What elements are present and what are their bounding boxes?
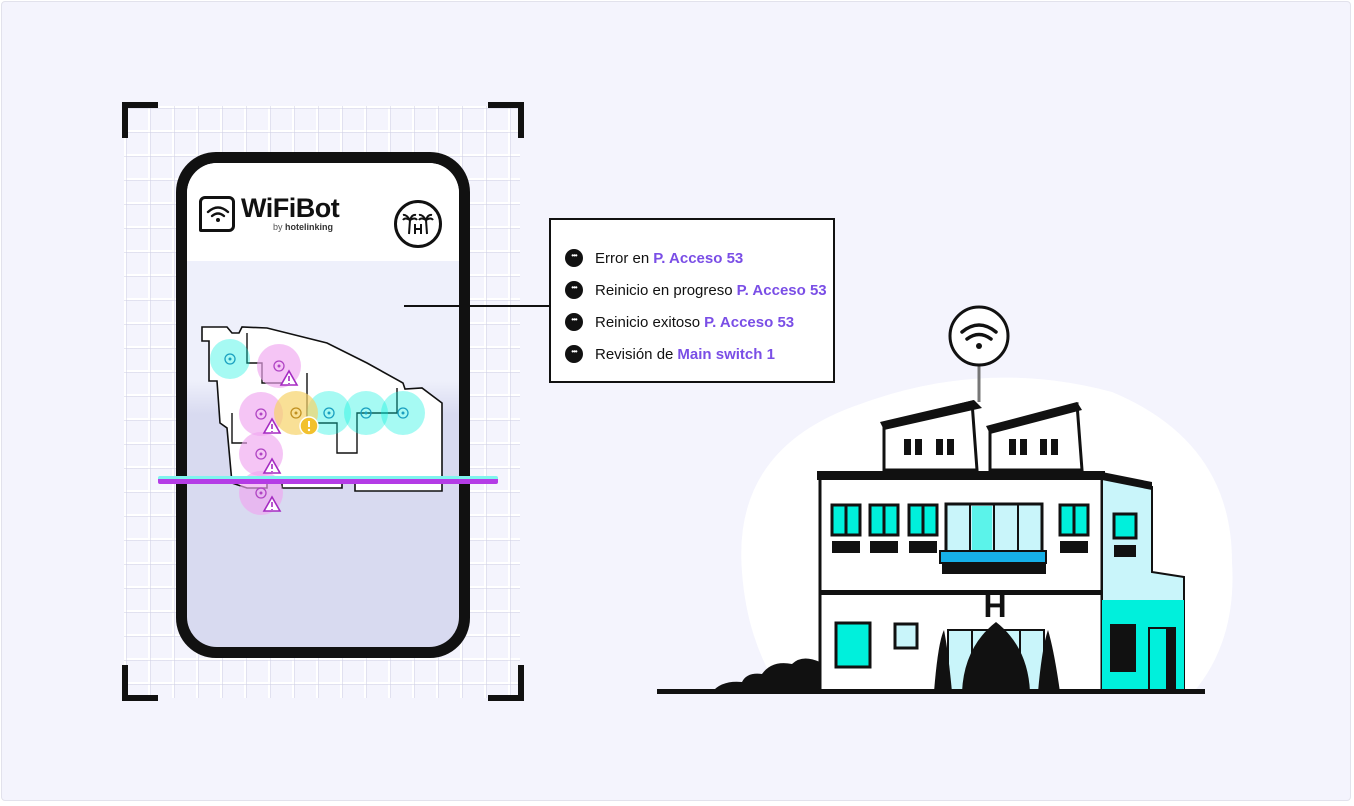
entrance <box>934 622 1060 693</box>
phone-mockup: WiFiBot by hotelinking <box>176 152 470 658</box>
app-brand: WiFiBot <box>241 193 340 223</box>
event-target[interactable]: P. Acceso 53 <box>736 281 827 299</box>
upper-windows <box>830 503 1138 557</box>
scan-line <box>158 476 498 484</box>
event-target[interactable]: Main switch 1 <box>677 345 775 363</box>
wifi-icon <box>199 196 235 232</box>
balcony <box>939 502 1047 574</box>
event-log-panel: Error en P. Acceso 53 Reinicio en progre… <box>549 218 835 383</box>
access-point-cyan-1[interactable] <box>210 339 250 379</box>
app-header: WiFiBot by hotelinking <box>187 163 459 261</box>
hotel-building-illustration: H <box>657 305 1233 694</box>
more-dots-icon <box>565 342 583 363</box>
roof <box>880 400 1084 472</box>
access-point-cyan-3[interactable] <box>344 391 388 435</box>
more-dots-icon <box>565 246 583 267</box>
frame-corner-top-left <box>122 102 158 138</box>
ground-window-small <box>893 622 919 650</box>
more-dots-icon <box>565 278 583 299</box>
byline-name: hotelinking <box>285 222 334 232</box>
event-text: Error en <box>595 249 650 267</box>
event-item[interactable]: Reinicio exitoso P. Acceso 53 <box>565 306 833 338</box>
event-item[interactable]: Error en P. Acceso 53 <box>565 242 833 274</box>
ground-line <box>657 689 1205 694</box>
main-cornice <box>817 471 1105 480</box>
event-item[interactable]: Revisión de Main switch 1 <box>565 338 833 370</box>
event-target[interactable]: P. Acceso 53 <box>704 313 795 331</box>
wifi-icon <box>948 305 1010 367</box>
floor-divider <box>820 590 1102 595</box>
app-byline: by hotelinking <box>273 222 333 232</box>
event-text: Reinicio exitoso <box>595 313 701 331</box>
frame-corner-top-right <box>488 102 524 138</box>
byline-prefix: by <box>273 222 283 232</box>
ground-window <box>834 621 872 669</box>
connector-line <box>404 305 550 307</box>
more-dots-icon <box>565 310 583 331</box>
palm-hotel-icon[interactable] <box>394 200 442 248</box>
frame-corner-bottom-left <box>122 665 158 701</box>
warning-mark <box>271 376 290 510</box>
access-point-cyan-4[interactable] <box>381 391 425 435</box>
event-text: Revisión de <box>595 345 674 363</box>
floor-plan-map <box>201 326 443 515</box>
event-item[interactable]: Reinicio en progreso P. Acceso 53 <box>565 274 833 306</box>
hotel-sign: H <box>983 588 1006 624</box>
event-target[interactable]: P. Acceso 53 <box>653 249 744 267</box>
phone-screen: WiFiBot by hotelinking <box>187 163 459 647</box>
frame-corner-bottom-right <box>488 665 524 701</box>
alert-icon <box>299 416 319 436</box>
event-text: Reinicio en progreso <box>595 281 733 299</box>
bushes <box>712 658 820 692</box>
